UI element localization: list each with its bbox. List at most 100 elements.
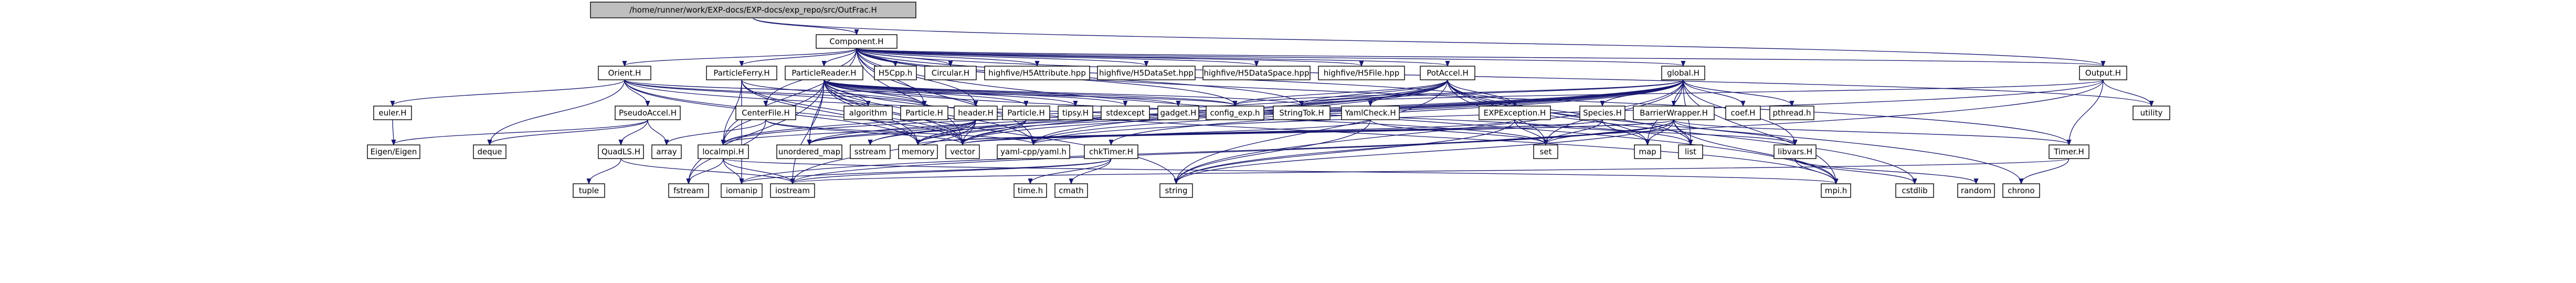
node-eigen: Eigen/Eigen (367, 144, 420, 159)
node-random: random (1957, 183, 1995, 198)
node-box (706, 66, 777, 80)
node-box (1202, 66, 1311, 80)
node-box (1479, 106, 1551, 120)
node-quadls[interactable]: QuadLS.H (598, 144, 644, 159)
edge-component-to-particleferry (742, 48, 857, 66)
node-potaccel[interactable]: PotAccel.H (1420, 66, 1475, 80)
node-box (1002, 106, 1050, 120)
node-box (1821, 183, 1851, 198)
edge-global-to-mpi (1683, 79, 1836, 183)
node-global[interactable]: global.H (1661, 66, 1705, 80)
node-coef[interactable]: coef.H (1725, 106, 1761, 120)
edges-layer (393, 17, 2151, 183)
node-label: global.H (1667, 68, 1699, 78)
node-box (1533, 144, 1558, 159)
node-h5dset: highfive/H5DataSet.hpp (1097, 66, 1196, 80)
node-box (1101, 106, 1150, 120)
node-circular[interactable]: Circular.H (924, 66, 977, 80)
node-species[interactable]: Species.H (1579, 106, 1625, 120)
node-box (1206, 106, 1264, 120)
node-label: ParticleReader.H (791, 68, 856, 78)
edge-particlereader-to-particle2 (824, 79, 1026, 106)
node-orient[interactable]: Orient.H (598, 66, 651, 80)
node-gadget[interactable]: gadget.H (1157, 106, 1199, 120)
node-box (997, 144, 1070, 159)
edge-expexception-to-vector (963, 119, 1515, 144)
node-yamlcheck[interactable]: YamlCheck.H (1341, 106, 1400, 120)
node-label: tipsy.H (1062, 108, 1089, 118)
node-component[interactable]: Component.H (816, 34, 898, 49)
node-h5cpp: H5Cpp.h (874, 66, 917, 80)
edge-chktimer-to-iostream (793, 158, 1112, 183)
node-tuple: tuple (573, 183, 605, 198)
edge-output-to-timer (2069, 79, 2104, 144)
node-sstream: sstream (850, 144, 891, 159)
node-particleferry[interactable]: ParticleFerry.H (706, 66, 777, 80)
edge-header-to-unordered_map (809, 119, 976, 144)
node-label: YamlCheck.H (1344, 108, 1396, 118)
node-header[interactable]: header.H (954, 106, 998, 120)
edge-pseudoaccel-to-deque (490, 119, 648, 144)
node-box (1159, 183, 1193, 198)
edge-orient-to-configexp (624, 79, 1235, 106)
node-label: vector (950, 147, 975, 156)
node-tipsy[interactable]: tipsy.H (1058, 106, 1093, 120)
node-label: iostream (775, 186, 810, 195)
node-particlereader[interactable]: ParticleReader.H (785, 66, 863, 80)
edge-global-to-stringtok (1302, 79, 1684, 106)
node-configexp[interactable]: config_exp.h (1206, 106, 1264, 120)
node-label: euler.H (379, 108, 407, 118)
node-label: QuadLS.H (601, 147, 640, 156)
node-memory: memory (898, 144, 938, 159)
node-label: libvars.H (1778, 147, 1812, 156)
node-timer[interactable]: Timer.H (2049, 144, 2089, 159)
node-stdexcept: stdexcept (1101, 106, 1150, 120)
node-root: /home/runner/work/EXP-docs/EXP-docs/exp_… (590, 2, 916, 18)
node-centerfile[interactable]: CenterFile.H (735, 106, 796, 120)
node-expexception[interactable]: EXPException.H (1479, 106, 1551, 120)
node-h5dspace: highfive/H5DataSpace.hpp (1202, 66, 1311, 80)
node-box (874, 66, 917, 80)
node-label: unordered_map (778, 147, 840, 157)
node-label: random (1961, 186, 1991, 195)
node-particle2[interactable]: Particle.H (1002, 106, 1050, 120)
edge-expexception-to-libvars (1514, 119, 1795, 144)
edge-barrierwrapper-to-memory (918, 119, 1674, 144)
node-label: gadget.H (1160, 108, 1197, 118)
edge-root-to-output (753, 17, 2103, 66)
node-mpi: mpi.h (1821, 183, 1851, 198)
node-cstdlib: cstdlib (1895, 183, 1934, 198)
node-output[interactable]: Output.H (2079, 66, 2127, 80)
node-box (924, 66, 977, 80)
node-box (785, 66, 863, 80)
node-box (1341, 106, 1400, 120)
node-label: highfive/H5DataSpace.hpp (1204, 68, 1310, 78)
node-stringtok[interactable]: StringTok.H (1273, 106, 1331, 120)
edge-timer-to-iostream (793, 158, 2070, 183)
node-particleH[interactable]: Particle.H (900, 106, 948, 120)
node-chktimer[interactable]: chkTimer.H (1084, 144, 1138, 159)
node-pseudoaccel[interactable]: PseudoAccel.H (615, 106, 681, 120)
node-fstream: fstream (668, 183, 709, 198)
node-label: /home/runner/work/EXP-docs/EXP-docs/exp_… (629, 5, 877, 15)
node-box (1318, 66, 1405, 80)
edge-particlereader-to-stdexcept (824, 79, 1125, 106)
node-label: Circular.H (932, 68, 969, 78)
edge-barrierwrapper-to-list (1673, 119, 1691, 144)
node-barrierwrapper[interactable]: BarrierWrapper.H (1633, 106, 1715, 120)
node-libvars[interactable]: libvars.H (1773, 144, 1817, 159)
node-label: map (1639, 147, 1656, 156)
node-box (816, 34, 898, 49)
node-label: deque (477, 147, 502, 156)
node-box (367, 144, 420, 159)
edge-libvars-to-cstdlib (1794, 158, 1915, 183)
node-label: EXPException.H (1484, 108, 1546, 118)
node-box (1157, 106, 1199, 120)
node-box (954, 106, 998, 120)
node-label: Timer.H (2053, 147, 2084, 156)
edge-potaccel-to-yamlcheck (1370, 79, 1448, 106)
node-localmpi[interactable]: localmpi.H (698, 144, 749, 159)
edge-component-to-h5dspace (856, 48, 1257, 66)
node-box (615, 106, 681, 120)
node-euler[interactable]: euler.H (373, 106, 412, 120)
